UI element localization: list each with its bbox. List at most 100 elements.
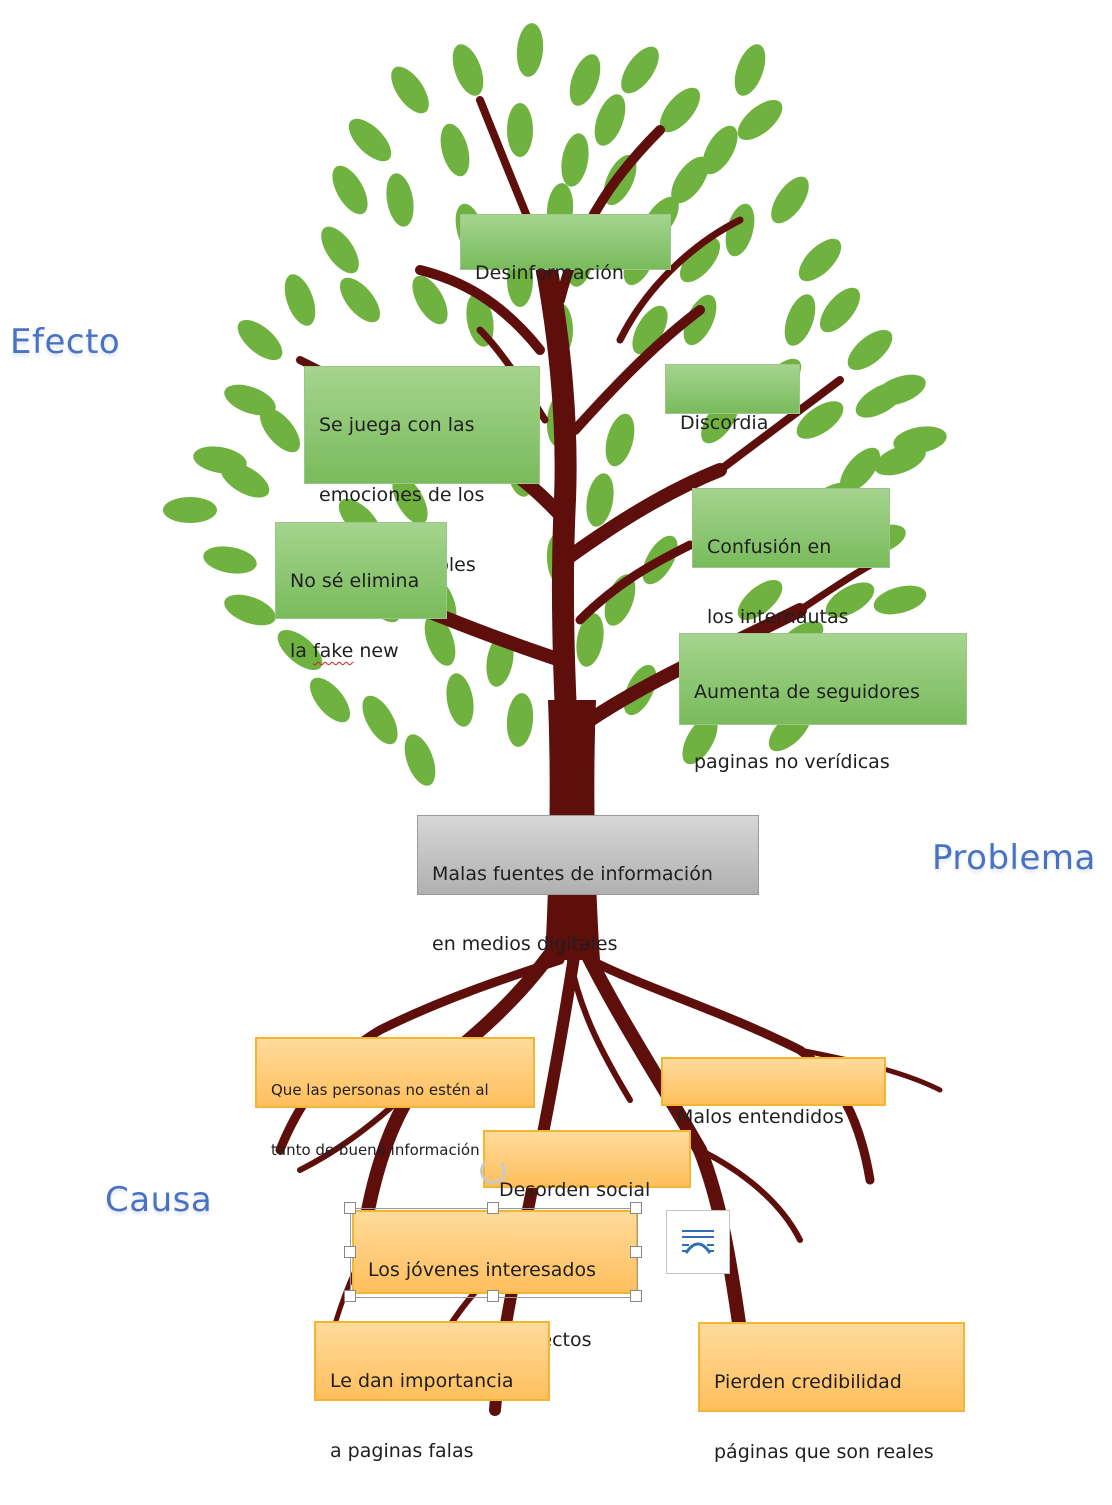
- branch: [716, 376, 844, 474]
- label-problema: Problema: [932, 838, 1096, 878]
- leaf: [594, 94, 626, 146]
- leaf: [621, 46, 659, 94]
- layout-options-icon: [682, 1230, 714, 1254]
- effect-desinformacion[interactable]: Desinformación: [460, 214, 671, 284]
- rotate-icon[interactable]: [480, 1158, 506, 1184]
- cause-personas[interactable]: Que las personas no estén al tanto de bu…: [255, 1037, 535, 1159]
- effect-text-line: No sé elimina: [290, 570, 420, 592]
- leaf: [784, 294, 816, 346]
- cause-text-line: Le dan importancia: [330, 1370, 514, 1392]
- resize-handle-sw[interactable]: [344, 1290, 356, 1302]
- leaf: [605, 413, 635, 467]
- leaf: [404, 734, 436, 786]
- leaf: [203, 546, 257, 574]
- cause-importancia[interactable]: Le dan importancia a paginas falas: [314, 1321, 550, 1462]
- leaf: [683, 294, 717, 346]
- leaf: [839, 447, 881, 493]
- leaf: [220, 462, 270, 498]
- leaf: [237, 319, 283, 361]
- leaf: [386, 173, 414, 227]
- leaf: [332, 165, 368, 215]
- effect-text: Discordia: [680, 412, 769, 434]
- cause-text-line: tanto de buena información: [271, 1141, 480, 1159]
- effect-emociones[interactable]: Se juega con las emociones de los más vu…: [304, 366, 540, 576]
- leaf: [825, 582, 875, 618]
- problem-text-line: Malas fuentes de información: [432, 863, 713, 885]
- resize-handle-se[interactable]: [630, 1290, 642, 1302]
- resize-handle-e[interactable]: [630, 1246, 642, 1258]
- leaf: [847, 329, 893, 371]
- leaf: [424, 614, 456, 666]
- leaf: [321, 226, 359, 274]
- cause-jovenes[interactable]: Los jóvenes interesados sigan pasos inco…: [352, 1210, 638, 1351]
- effect-text: Desinformación: [475, 262, 624, 284]
- effect-discordia[interactable]: Discordia: [665, 364, 800, 434]
- leaf: [679, 237, 721, 283]
- leaf: [671, 156, 709, 204]
- effect-text-pre: la: [290, 640, 313, 662]
- cause-text-line: páginas que son reales: [714, 1441, 934, 1463]
- layout-options-button[interactable]: [666, 1210, 730, 1274]
- problem-box[interactable]: Malas fuentes de información en medios d…: [417, 815, 759, 955]
- leaf: [259, 407, 301, 453]
- label-efecto: Efecto: [10, 322, 121, 362]
- branch: [616, 216, 744, 344]
- root: [585, 955, 875, 1185]
- leaf: [224, 594, 276, 626]
- leaf: [163, 497, 217, 523]
- leaf: [586, 473, 614, 527]
- leaf: [737, 99, 783, 141]
- leaf: [440, 123, 470, 177]
- leaf: [659, 87, 701, 133]
- leaf: [224, 384, 276, 416]
- cause-text-line: a paginas falas: [330, 1440, 474, 1462]
- leaf: [874, 374, 926, 406]
- selection-frame: [350, 1208, 638, 1298]
- effect-text-line: Aumenta de seguidores: [694, 681, 920, 703]
- cause-credibilidad[interactable]: Pierden credibilidad páginas que son rea…: [698, 1322, 965, 1463]
- effect-fake-new[interactable]: No sé elimina la fake new: [275, 522, 447, 662]
- leaf: [284, 274, 316, 326]
- leaf: [682, 715, 718, 765]
- leaf: [277, 629, 323, 671]
- branch: [575, 540, 695, 625]
- leaf: [737, 579, 783, 621]
- leaf: [412, 275, 448, 325]
- resize-handle-ne[interactable]: [630, 1202, 642, 1214]
- resize-handle-nw[interactable]: [344, 1202, 356, 1214]
- leaf: [734, 44, 766, 96]
- leaf: [391, 66, 429, 114]
- effect-text-line: Se juega con las: [319, 414, 475, 436]
- leaf: [819, 287, 861, 333]
- effect-text-post: new: [353, 640, 399, 662]
- cause-text-line: Que las personas no estén al: [271, 1081, 489, 1099]
- effect-seguidores[interactable]: Aumenta de seguidores paginas no verídic…: [679, 633, 967, 773]
- root: [567, 957, 633, 1103]
- branch: [570, 305, 705, 435]
- cause-text-line: Los jóvenes interesados: [368, 1259, 596, 1281]
- leaf: [569, 54, 601, 106]
- resize-handle-s[interactable]: [487, 1290, 499, 1302]
- effect-text-line: emociones de los: [319, 484, 485, 506]
- leaf: [446, 673, 474, 727]
- cause-text-line: Pierden credibilidad: [714, 1371, 902, 1393]
- resize-handle-w[interactable]: [344, 1246, 356, 1258]
- cause-malos-entendidos[interactable]: Malos entendidos: [661, 1057, 886, 1128]
- branch: [415, 265, 545, 355]
- leaf: [873, 585, 927, 615]
- leaf: [392, 475, 428, 525]
- effect-text-line-2: la fake new: [290, 634, 432, 669]
- label-causa: Causa: [105, 1180, 213, 1220]
- effect-confusion[interactable]: Confusión en los internautas: [692, 488, 890, 628]
- leaf: [798, 238, 842, 282]
- leaf: [452, 44, 484, 96]
- problem-text-line: en medios digitales: [432, 933, 618, 955]
- resize-handle-n[interactable]: [487, 1202, 499, 1214]
- branch: [558, 463, 727, 567]
- cause-text: Desorden social: [499, 1179, 651, 1201]
- leaf: [702, 125, 738, 175]
- leaf: [725, 203, 755, 257]
- effect-text-line: Confusión en: [707, 536, 832, 558]
- leaf: [576, 613, 604, 667]
- cause-desorden-social[interactable]: Desorden social: [483, 1130, 691, 1201]
